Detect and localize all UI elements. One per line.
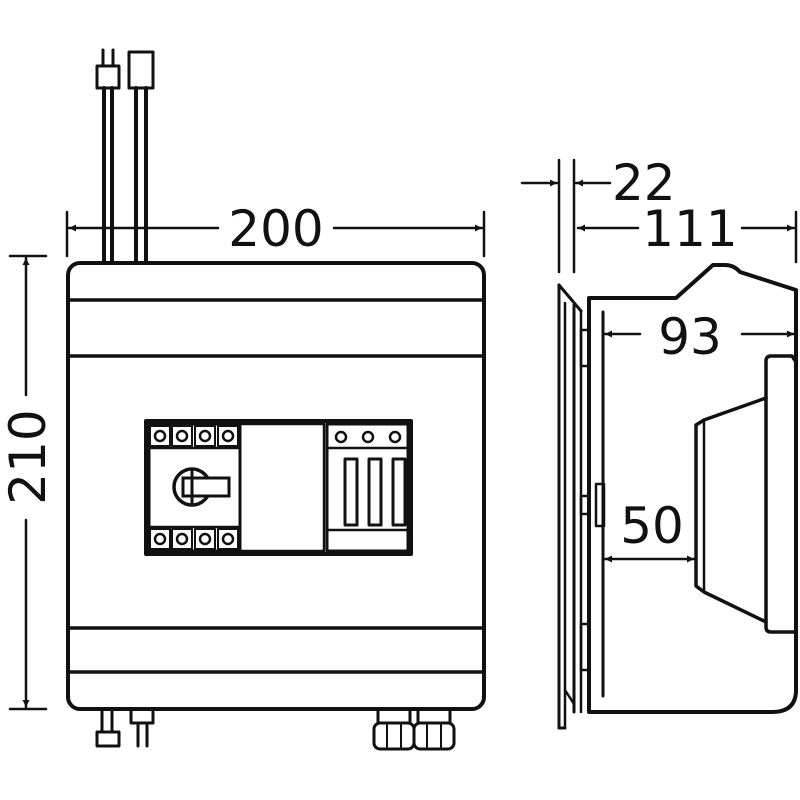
dimension-width-200: 200 <box>65 200 486 258</box>
front-view: 200 210 <box>0 48 486 751</box>
inner-depth-label: 93 <box>658 308 722 366</box>
switch-terminals-bottom <box>149 528 239 550</box>
rotary-handle <box>172 467 231 507</box>
side-view: 22 111 93 50 <box>520 154 798 730</box>
dimension-depth-93: 93 <box>603 308 796 366</box>
dimension-height-210: 210 <box>0 254 57 711</box>
front-height-label: 210 <box>0 409 57 504</box>
switch-terminals-top <box>149 425 239 447</box>
top-cable-right <box>127 50 155 265</box>
dimension-rail-22: 22 <box>520 154 676 274</box>
dimension-depth-111: 111 <box>576 200 798 264</box>
side-depth-label: 111 <box>642 200 737 258</box>
side-latch <box>594 482 606 528</box>
bottom-connector-right <box>129 707 155 748</box>
arrester-modules <box>343 457 407 527</box>
enclosure-outline <box>66 261 486 711</box>
cable-gland-left <box>372 707 416 751</box>
recess-depth-label: 50 <box>620 497 684 555</box>
dimension-recess-50: 50 <box>603 497 696 563</box>
side-cover <box>694 354 798 634</box>
bottom-connector-left <box>95 707 121 748</box>
top-cable-left <box>95 48 121 265</box>
front-width-label: 200 <box>228 200 323 258</box>
cable-gland-right <box>412 707 456 751</box>
mounting-rail <box>557 283 591 730</box>
blank-cover <box>238 422 326 553</box>
device-window <box>144 419 413 556</box>
arrester-terminals <box>334 430 402 444</box>
surge-arrester <box>325 422 410 553</box>
rail-offset-label: 22 <box>612 154 676 212</box>
side-body-outline <box>587 263 798 714</box>
